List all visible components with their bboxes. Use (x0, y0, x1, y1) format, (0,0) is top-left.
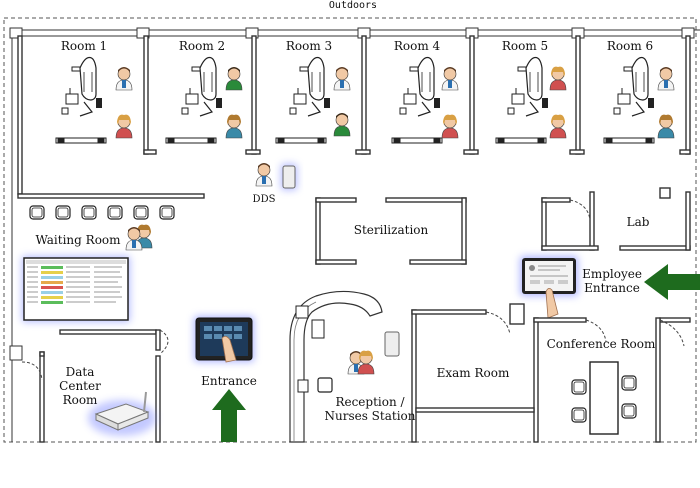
dentist-icon (441, 66, 459, 91)
sterilization-label: Sterilization (354, 223, 429, 237)
exam-room-label: Exam Room (437, 366, 510, 380)
waiting-room-label: Waiting Room (35, 233, 121, 247)
data-center-label-line3: Room (63, 393, 98, 407)
dental-chair-icon (613, 56, 655, 117)
dental-chair-icon (399, 56, 441, 117)
room-2-label: Room 2 (179, 39, 225, 53)
reception-label-line1: Reception / (335, 395, 405, 409)
room-1-label: Room 1 (61, 39, 107, 53)
patient-icon (549, 66, 567, 91)
entrance-arrow-icon (212, 389, 246, 442)
patient-status-display (22, 256, 130, 322)
dental-chair-icon (289, 56, 331, 117)
outdoors-label: Outdoors (329, 0, 377, 11)
touch-kiosk-icon (194, 316, 254, 363)
dental-chair-icon (507, 56, 549, 117)
employee-entrance-arrow-icon (644, 264, 700, 300)
data-center-label-line2: Center (59, 379, 101, 393)
sterilization-walls (315, 197, 467, 265)
room-6-label: Room 6 (607, 39, 653, 53)
dds-label: DDS (253, 194, 276, 205)
waiting-room-seats (29, 205, 175, 220)
reception-desk (289, 290, 383, 443)
waiting-room-walls (17, 193, 205, 443)
reception-label-line2: Nurses Station (324, 409, 415, 423)
employee-entrance-line2: Entrance (584, 281, 640, 295)
dds-dentist-icon (255, 162, 273, 187)
building-outline (3, 17, 697, 443)
dentist-icon (225, 66, 243, 91)
lab-label: Lab (627, 215, 650, 229)
dental-chair-icon (181, 56, 223, 117)
wifi-router-icon (88, 391, 156, 436)
conference-table (571, 361, 637, 435)
dentist-icon (115, 66, 133, 91)
patient-icon (115, 114, 133, 139)
reception-staff-icon (347, 350, 375, 375)
employee-entrance-line1: Employee (582, 267, 642, 281)
reception-tablet-icon (384, 331, 400, 357)
employee-kiosk-icon (520, 256, 578, 319)
room-4-label: Room 4 (394, 39, 441, 53)
tablet-icon (281, 164, 297, 190)
patient-icon (657, 114, 675, 139)
dental-chair-icon (61, 56, 103, 117)
dentist-icon (333, 112, 351, 137)
conference-room-label: Conference Room (547, 337, 656, 351)
dentist-icon (333, 66, 351, 91)
dentist-icon (657, 66, 675, 91)
patient-icon (441, 114, 459, 139)
patient-icon (225, 114, 243, 139)
data-center-label-line1: Data (66, 365, 95, 379)
room-counters (55, 137, 655, 144)
room-5-label: Room 5 (502, 39, 548, 53)
entrance-label: Entrance (201, 374, 257, 388)
waiting-patients-icon (125, 224, 153, 251)
operatory-walls (17, 35, 691, 195)
patient-icon (549, 114, 567, 139)
room-3-label: Room 3 (286, 39, 332, 53)
lab-walls (541, 187, 691, 251)
